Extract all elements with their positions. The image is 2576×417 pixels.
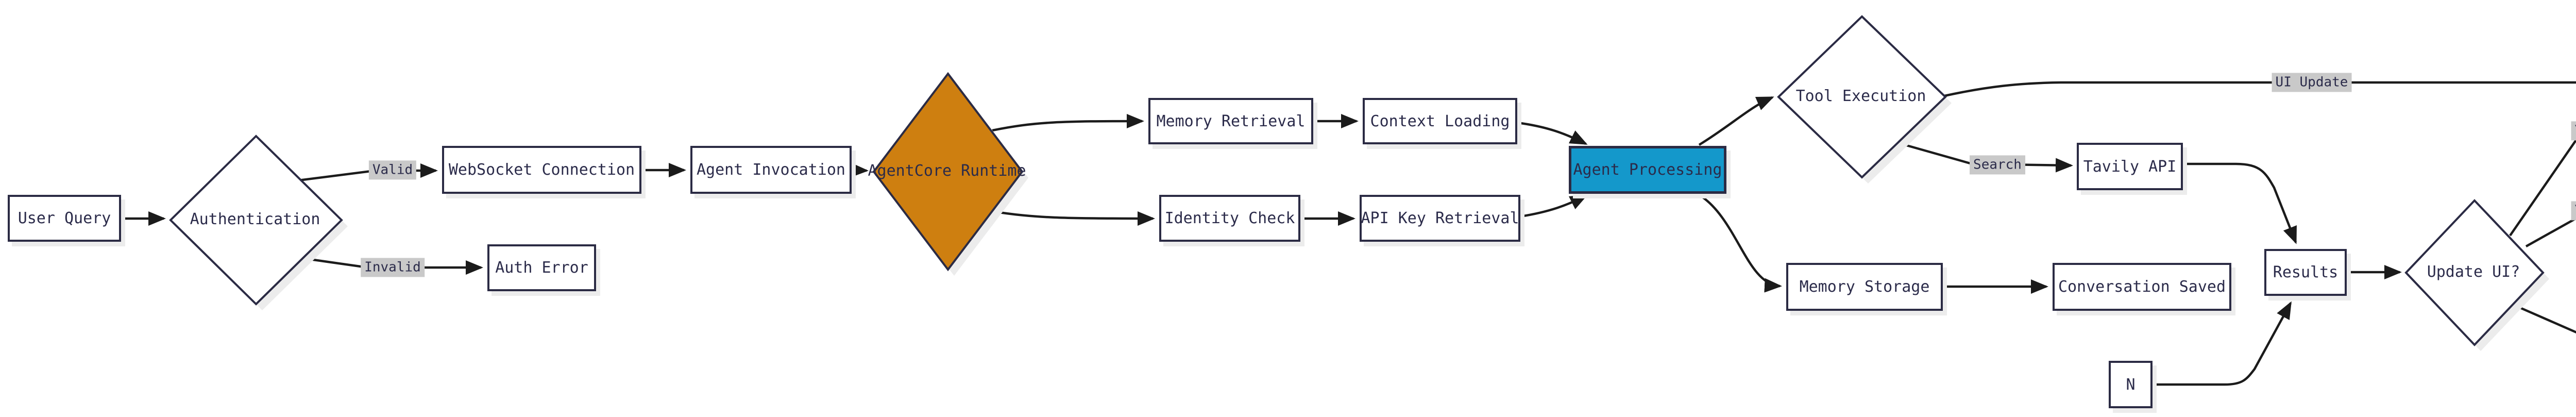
edge-agentcore_runtime-to-identity_check (992, 210, 1155, 226)
node-user-query: User Query (8, 195, 121, 242)
node-update-ui: Update UI? (2404, 199, 2549, 351)
node-tavily-api-label: Tavily API (2083, 157, 2177, 176)
node-websocket-connection-label: WebSocket Connection (448, 161, 635, 179)
node-tool-execution-label: Tool Execution (1795, 87, 1926, 105)
node-authentication-label: Authentication (190, 210, 320, 228)
node-agent-invocation: Agent Invocation (690, 146, 852, 194)
node-results: Results (2264, 249, 2347, 296)
node-authentication-shape (169, 135, 348, 310)
node-memory-storage-label: Memory Storage (1799, 278, 1930, 296)
edge-context_loading-to-agent_processing (1517, 121, 1588, 145)
edge-agent_processing-to-memory_storage (1698, 194, 1782, 293)
node-agent-processing-label: Agent Processing (1573, 161, 1722, 179)
node-n-node-label: N (2126, 375, 2136, 394)
edge-update_ui-to-text_response (2514, 304, 2576, 333)
node-n-node: N (2109, 361, 2153, 408)
node-update-ui-shape (2404, 199, 2549, 351)
node-update-ui-label: Update UI? (2427, 262, 2520, 281)
node-auth-error: Auth Error (487, 244, 596, 291)
node-results-label: Results (2273, 263, 2338, 281)
node-memory-storage: Memory Storage (1786, 263, 1943, 311)
node-tool-execution: Tool Execution (1777, 15, 1952, 184)
edge-label-search-e15: Search (1970, 155, 2025, 175)
edge-update_ui-to-text_response (2525, 217, 2576, 247)
node-memory-retrieval-label: Memory Retrieval (1156, 112, 1306, 130)
edge-update_ui-to-websocket_api (2509, 139, 2576, 237)
node-tool-execution-shape (1777, 15, 1952, 184)
edge-api_key_retrieval-to-agent_processing (1520, 194, 1588, 218)
node-identity-check-label: Identity Check (1164, 209, 1295, 227)
edge-label-valid-e2: Valid (368, 160, 417, 180)
edge-tavily_api-to-results (2183, 162, 2297, 244)
node-conversation-saved: Conversation Saved (2053, 263, 2231, 311)
edge-label-yes-e21: Yes (2571, 201, 2576, 221)
edge-agent_processing-to-tool_execution (1698, 96, 1774, 146)
node-agentcore-runtime: AgentCore Runtime (868, 72, 1028, 276)
node-auth-error-label: Auth Error (495, 259, 588, 277)
edge-tool_execution-to-websocket_api (1944, 81, 2576, 97)
edge-agentcore_runtime-to-memory_retrieval (992, 114, 1144, 132)
node-agentcore-runtime-shape (872, 72, 1028, 276)
node-tool-execution-polygon (1777, 15, 1947, 179)
node-agent-processing: Agent Processing (1569, 146, 1726, 194)
node-update-ui-polygon (2404, 199, 2545, 346)
node-context-loading-label: Context Loading (1370, 112, 1510, 130)
node-tavily-api: Tavily API (2077, 143, 2183, 190)
node-authentication-polygon (169, 135, 343, 306)
edge-label-invalid-e3: Invalid (361, 258, 425, 277)
node-memory-retrieval: Memory Retrieval (1148, 98, 1313, 144)
node-conversation-saved-label: Conversation Saved (2058, 278, 2226, 296)
node-api-key-retrieval: API Key Retrieval (1360, 195, 1520, 242)
node-agentcore-runtime-label: AgentCore Runtime (868, 161, 1026, 180)
edge-agent_invocation-to-agentcore_runtime (851, 162, 869, 177)
node-websocket-connection: WebSocket Connection (442, 146, 641, 194)
node-identity-check: Identity Check (1159, 195, 1300, 242)
node-authentication: Authentication (169, 135, 348, 310)
node-agentcore-runtime-polygon (872, 72, 1024, 272)
node-agent-invocation-label: Agent Invocation (697, 161, 845, 179)
node-api-key-retrieval-label: API Key Retrieval (1361, 209, 1519, 227)
node-user-query-label: User Query (18, 209, 111, 227)
edge-n_node-to-results (2153, 301, 2292, 386)
edge-label-ui-update-e14: UI Update (2272, 73, 2352, 92)
edge-label-yes-e20: Yes (2571, 121, 2576, 141)
node-context-loading: Context Loading (1363, 98, 1517, 144)
